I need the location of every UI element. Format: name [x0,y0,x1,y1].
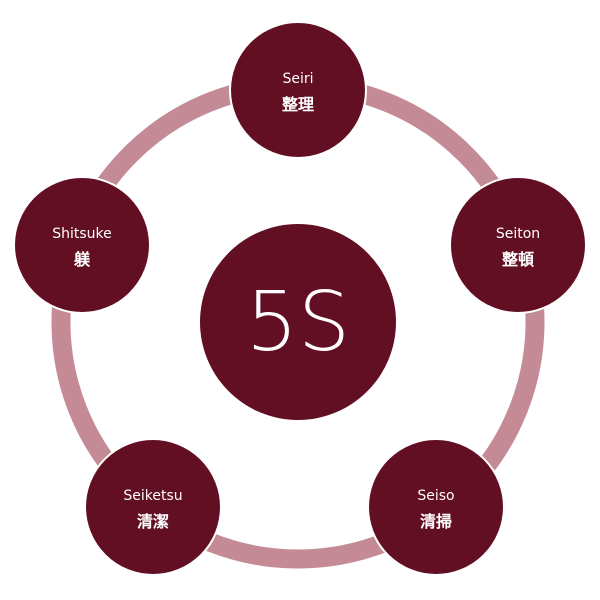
node-circle [229,21,367,159]
node-seiso-japanese-label: 清掃 [420,512,452,531]
node-seiri-japanese-label: 整理 [281,95,314,114]
node-seiton-japanese-label: 整頓 [501,250,534,269]
node-circle [84,438,222,576]
node-seiton-english-label: Seiton [496,226,540,242]
center-circle [200,224,396,420]
node-seiton: Seiton 整頓 [449,176,587,314]
node-seiri-english-label: Seiri [282,71,313,87]
node-shitsuke-english-label: Shitsuke [52,226,112,242]
node-seiso: Seiso 清掃 [367,438,505,576]
center-hub: 5S [200,224,396,420]
center-label: 5S [246,275,350,370]
node-shitsuke-japanese-label: 躾 [73,250,91,269]
node-circle [449,176,587,314]
node-seiso-english-label: Seiso [417,488,454,504]
node-shitsuke: Shitsuke 躾 [13,176,151,314]
node-seiketsu-english-label: Seiketsu [123,488,182,504]
node-seiketsu: Seiketsu 清潔 [84,438,222,576]
node-circle [13,176,151,314]
node-circle [367,438,505,576]
node-seiketsu-japanese-label: 清潔 [137,512,169,531]
node-seiri: Seiri 整理 [229,21,367,159]
